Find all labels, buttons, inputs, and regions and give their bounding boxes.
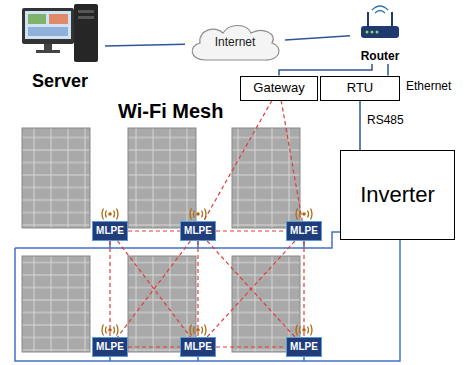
mesh-link [109,241,110,337]
node-text: MLPE [184,341,212,353]
mesh-link [216,230,286,231]
node-text: MLPE [184,225,212,237]
router-antenna [367,12,369,26]
rtu-box: RTU [320,76,400,101]
drive-bay [78,16,94,19]
node-text: Server [32,71,88,92]
mesh-link [207,241,295,337]
mlpe-box: MLPE [92,221,128,241]
network-link [105,44,185,46]
screen-panel [28,27,68,36]
mlpe-box: MLPE [286,337,322,357]
monitor-base [36,50,60,53]
solar-panels [22,128,300,352]
node-text: MLPE [290,225,318,237]
node-text: Inverter [360,182,435,207]
gateway-box: Gateway [240,76,318,101]
mesh-link [197,241,198,337]
network-link [285,36,350,40]
router-body [361,26,399,38]
node-text: MLPE [96,225,124,237]
mlpe-box: MLPE [180,221,216,241]
network-link [279,64,372,76]
link-label: Ethernet [406,80,451,94]
mlpe-box: MLPE [286,221,322,241]
cloud-shape [192,26,279,61]
monitor-screen [25,11,71,39]
mesh-link [128,230,180,231]
node-text: RTU [347,81,373,96]
node-text: Internet [215,36,256,50]
antenna-icon [296,209,312,220]
dc-wiring [15,232,400,361]
mlpe-box: MLPE [92,337,128,357]
node-text: Router [361,50,400,64]
router-node: Router [350,4,410,64]
solar-panel [22,128,90,228]
mesh-link [118,241,191,337]
solar-panel [128,128,196,228]
mesh-link [207,241,295,337]
network-link [387,64,389,76]
mlpe-box: MLPE [180,337,216,357]
inverter-box: Inverter [340,150,455,240]
node-text: MLPE [96,341,124,353]
node-text: Gateway [253,81,304,96]
solar-panel [232,128,300,228]
mesh-link [128,346,180,347]
server-icon [22,4,98,62]
antenna-icon [102,209,118,220]
monitor [22,8,74,44]
string-wire [15,240,400,361]
screen-panel [49,14,68,24]
antenna-icon [190,209,206,220]
router-light [371,31,374,34]
group-title: Wi-Fi Mesh [118,100,223,123]
drive-bay [78,10,94,13]
mesh-link [303,241,304,337]
monitor-stand [44,44,52,50]
router-antenna [391,12,393,26]
server-node: Server [15,2,105,92]
screen-panel [28,14,46,24]
node-text: MLPE [290,341,318,353]
mesh-link [118,241,191,337]
router-light [376,31,379,34]
solar-panel [22,256,90,352]
router-waves [372,6,388,13]
server-tower [74,4,98,62]
link-label: RS485 [366,114,405,128]
network-link [359,101,361,151]
internet-cloud: Internet [185,22,285,64]
mesh-link [281,101,302,222]
router-icon [361,6,399,38]
mesh-link [216,346,286,347]
router-light [366,31,369,34]
